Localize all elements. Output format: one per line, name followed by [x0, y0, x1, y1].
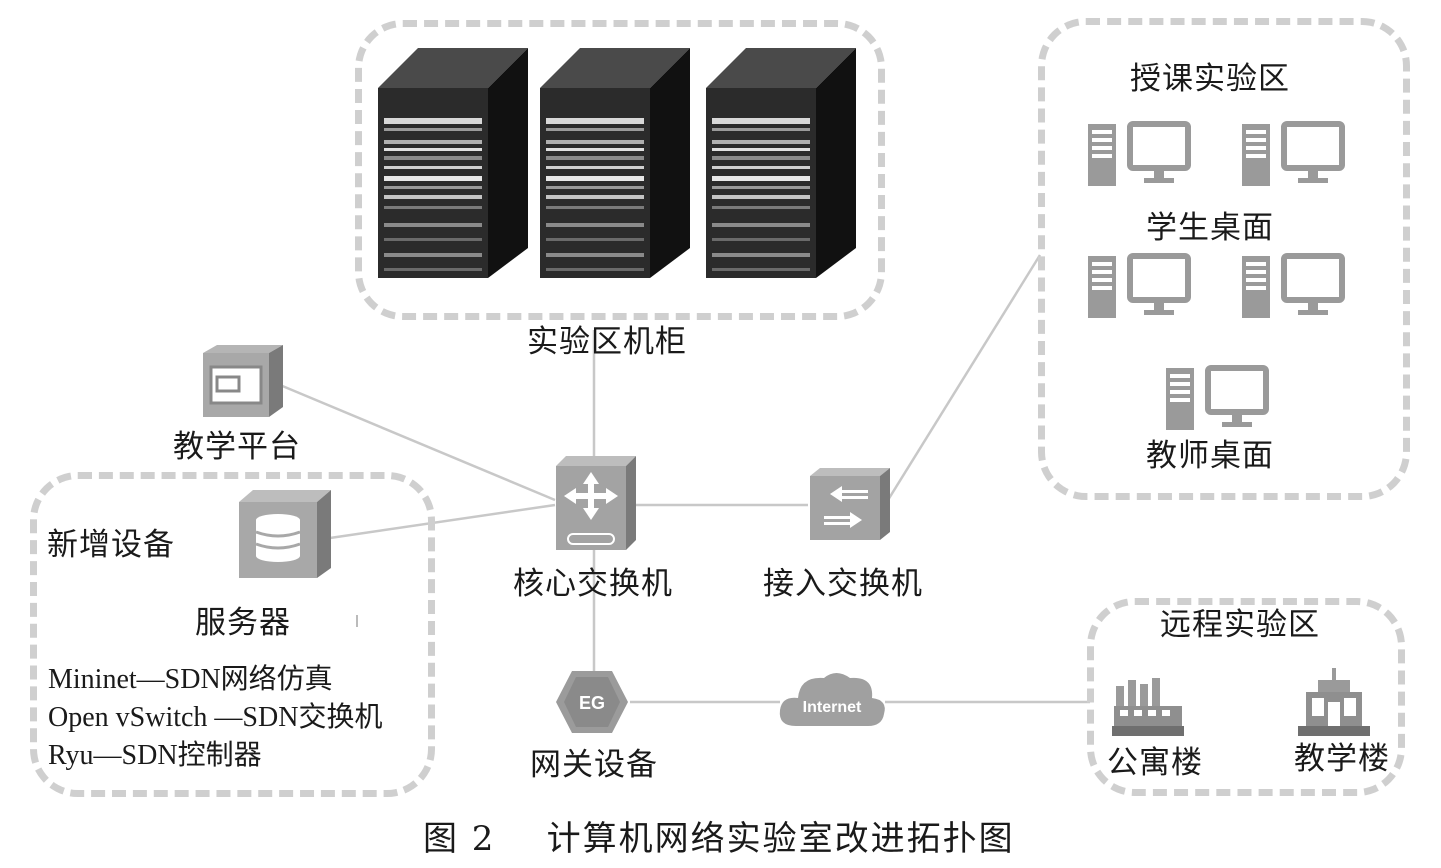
cabinet-label: 实验区机柜 [527, 324, 687, 360]
link-server-core [329, 503, 556, 540]
note-mininet: Mininet—SDN网络仿真 [48, 664, 333, 695]
cabinet-zone [355, 20, 885, 320]
teaching-building-icon [1298, 668, 1370, 736]
dormitory-label: 公寓楼 [1107, 745, 1203, 781]
gateway-icon: EG [556, 671, 628, 733]
dormitory-building-icon [1112, 678, 1184, 736]
note-ryu: Ryu—SDN控制器 [48, 740, 262, 771]
core-switch-label: 核心交换机 [513, 566, 673, 602]
internet-icon-text: Internet [803, 699, 862, 716]
pc-icons [1088, 120, 1428, 440]
teaching-platform-label: 教学平台 [173, 429, 301, 465]
teacher-desktop-label: 教师桌面 [1146, 438, 1274, 474]
figure-caption: 图 2 计算机网络实验室改进拓扑图 [423, 819, 1015, 859]
teaching-zone [1038, 18, 1410, 500]
link-access-teaching [886, 254, 1042, 501]
note-open-vswitch: Open vSwitch —SDN交换机 [48, 702, 383, 733]
teaching-building-label: 教学楼 [1294, 741, 1390, 777]
internet-cloud-icon: Internet [779, 673, 885, 726]
server-rack-icon [378, 48, 856, 278]
access-switch-icon [810, 468, 890, 540]
teaching-zone-label: 授课实验区 [1130, 61, 1290, 97]
gateway-icon-text: EG [579, 693, 605, 713]
server-label: 服务器 [195, 605, 291, 641]
server-icon [239, 490, 331, 578]
gateway-label: 网关设备 [530, 747, 658, 783]
remote-zone-label: 远程实验区 [1160, 607, 1320, 643]
new-equipment-label: 新增设备 [47, 527, 175, 563]
core-switch-icon [556, 456, 636, 550]
remote-zone [1087, 598, 1405, 796]
teaching-platform-icon [203, 345, 283, 417]
access-switch-label: 接入交换机 [763, 566, 923, 602]
link-platform-core [279, 383, 556, 502]
student-desktop-label: 学生桌面 [1146, 210, 1274, 246]
stray-mark [356, 615, 358, 627]
new-equipment-zone [30, 472, 435, 797]
